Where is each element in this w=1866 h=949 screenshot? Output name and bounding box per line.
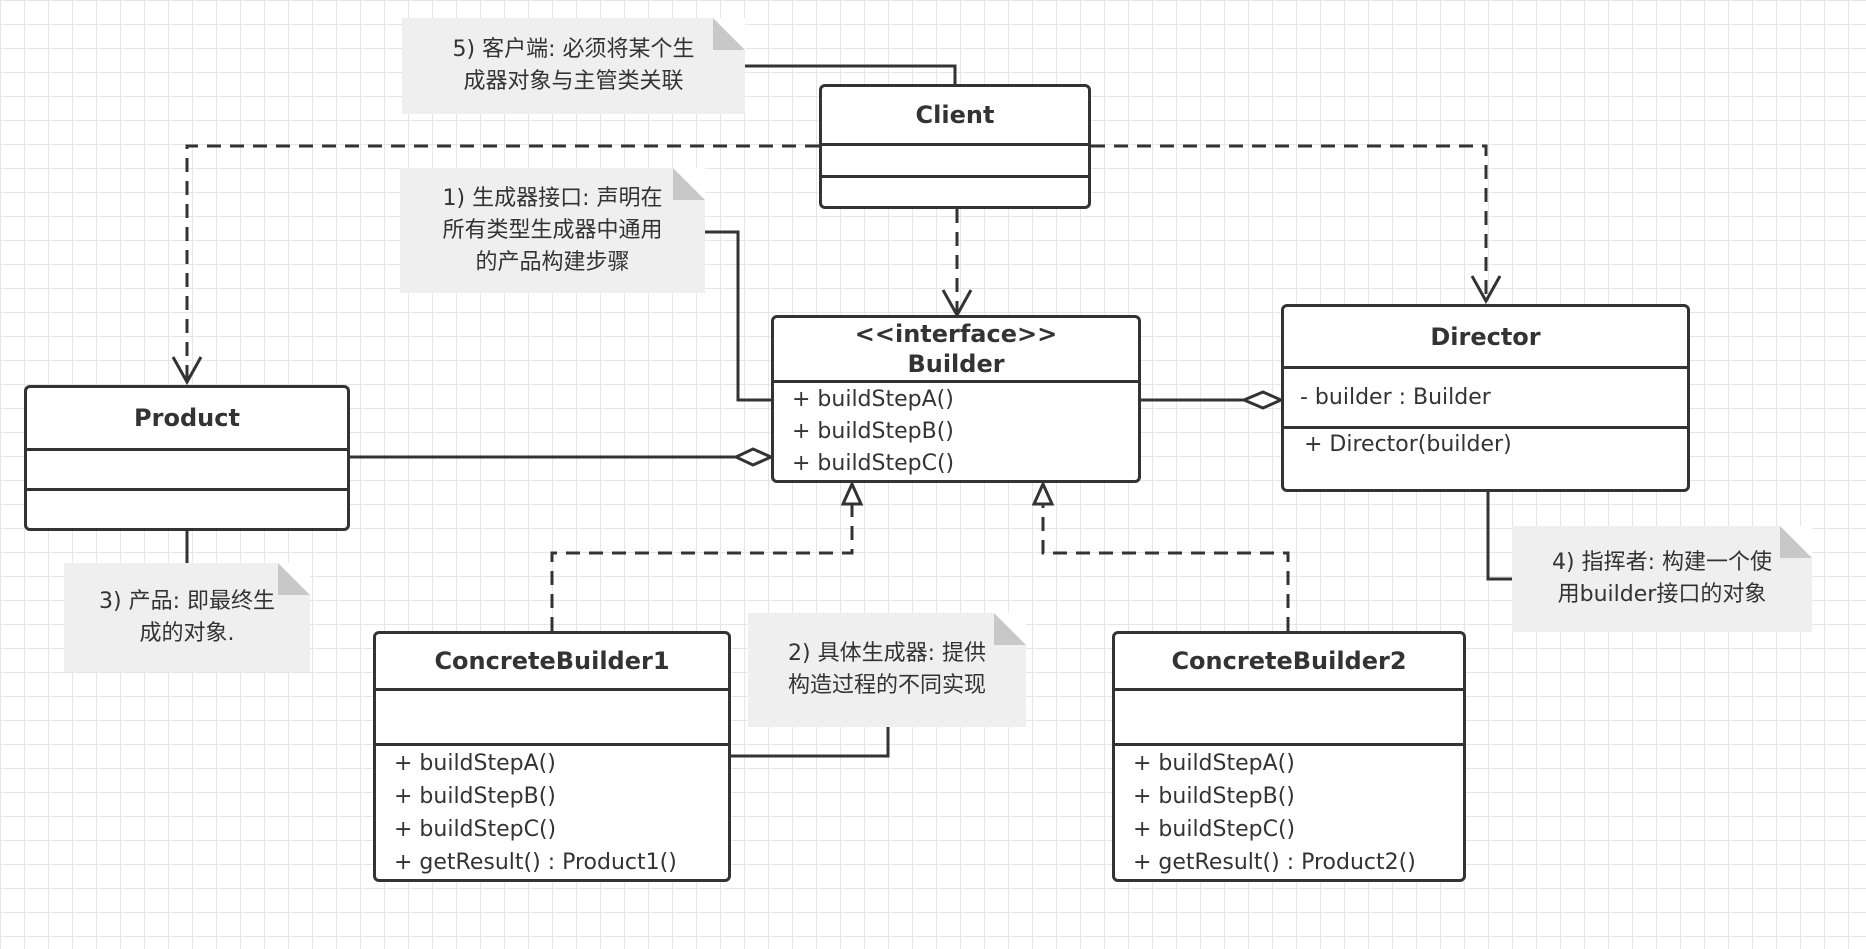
- builder-operation: + buildStepC(): [792, 451, 955, 476]
- concrete-builder1-operation: + buildStepA(): [394, 751, 556, 776]
- builder-class-name: Builder: [907, 350, 1005, 378]
- product-dependency-arrowhead: [171, 356, 203, 386]
- client-to-director-dependency: [1091, 144, 1488, 299]
- note-fold-icon: [1780, 526, 1812, 558]
- builder-note-line: 的产品构建步骤: [475, 249, 630, 275]
- product-class-header: Product: [27, 388, 347, 451]
- product-class-name: Product: [134, 404, 240, 432]
- concrete-builder1-operations: + buildStepA() + buildStepB() + buildSte…: [376, 746, 728, 879]
- builder-interface-operations: + buildStepA() + buildStepB() + buildSte…: [774, 383, 1138, 480]
- concrete-builder1-header: ConcreteBuilder1: [376, 634, 728, 691]
- note-fold-icon: [278, 563, 310, 595]
- product-note-line: 成的对象.: [139, 620, 235, 646]
- note-fold-icon: [713, 18, 745, 50]
- concrete-builder-note-line: 构造过程的不同实现: [787, 673, 986, 698]
- director-operation: + Director(builder): [1304, 432, 1512, 457]
- client-class-name: Client: [915, 101, 995, 129]
- client-note-line: 5) 客户端: 必须将某个生: [452, 37, 695, 62]
- director-dependency-arrowhead: [1470, 275, 1502, 305]
- concrete-builder2-name: ConcreteBuilder2: [1171, 646, 1407, 675]
- note-fold-icon: [673, 168, 705, 200]
- concrete2-realization-triangle: [1031, 480, 1055, 506]
- concrete1-realization-triangle: [840, 480, 864, 506]
- client-class-attributes: [822, 146, 1088, 178]
- director-note-line: 用builder接口的对象: [1557, 582, 1767, 607]
- concrete-builder2-class[interactable]: ConcreteBuilder2 + buildStepA() + buildS…: [1112, 631, 1466, 882]
- builder-interface-header: <<interface>> Builder: [774, 318, 1138, 383]
- builder-note-connector: [705, 230, 773, 402]
- concrete-builder1-class[interactable]: ConcreteBuilder1 + buildStepA() + buildS…: [373, 631, 731, 882]
- builder-note: 1) 生成器接口: 声明在 所有类型生成器中通用 的产品构建步骤: [400, 168, 705, 293]
- concrete-note-connector: [731, 727, 890, 758]
- director-note: 4) 指挥者: 构建一个使 用builder接口的对象: [1512, 526, 1812, 632]
- product-class-attributes: [27, 451, 347, 491]
- director-attribute: - builder : Builder: [1300, 384, 1491, 410]
- client-class[interactable]: Client: [819, 84, 1091, 209]
- concrete-builder1-operation: + buildStepC(): [394, 817, 557, 842]
- product-class-operations: [27, 491, 347, 528]
- product-note: 3) 产品: 即最终生 成的对象.: [64, 563, 310, 672]
- product-note-line: 3) 产品: 即最终生: [99, 588, 275, 614]
- director-class-name: Director: [1430, 322, 1541, 351]
- concrete1-realizes-builder: [550, 504, 854, 631]
- product-aggregation-diamond: [732, 447, 775, 467]
- note-fold-icon: [994, 613, 1026, 645]
- concrete-builder1-operation: + buildStepB(): [394, 784, 556, 809]
- builder-stereotype: <<interface>>: [854, 320, 1058, 348]
- concrete-builder2-operation: + getResult() : Product2(): [1133, 850, 1416, 875]
- concrete-builder2-operations: + buildStepA() + buildStepB() + buildSte…: [1115, 746, 1463, 879]
- concrete-builder2-attributes: [1115, 691, 1463, 746]
- concrete-builder1-operation: + getResult() : Product1(): [394, 850, 677, 875]
- client-to-product-dependency: [185, 144, 819, 380]
- concrete-builder-note: 2) 具体生成器: 提供 构造过程的不同实现: [748, 613, 1026, 727]
- client-note: 5) 客户端: 必须将某个生 成器对象与主管类关联: [402, 18, 745, 114]
- client-class-header: Client: [822, 87, 1088, 146]
- director-class-operations: + Director(builder): [1284, 429, 1687, 489]
- concrete-builder2-operation: + buildStepC(): [1133, 817, 1296, 842]
- director-class-attributes: - builder : Builder: [1284, 369, 1687, 429]
- concrete-builder2-operation: + buildStepB(): [1133, 784, 1295, 809]
- director-class[interactable]: Director - builder : Builder + Director(…: [1281, 304, 1690, 492]
- concrete2-realizes-builder: [1041, 504, 1290, 631]
- builder-operation: + buildStepB(): [792, 419, 954, 444]
- client-note-line: 成器对象与主管类关联: [463, 69, 684, 94]
- concrete-builder2-header: ConcreteBuilder2: [1115, 634, 1463, 691]
- concrete-builder1-name: ConcreteBuilder1: [434, 646, 670, 675]
- client-note-connector: [745, 64, 957, 84]
- product-class[interactable]: Product: [24, 385, 350, 531]
- concrete-builder1-attributes: [376, 691, 728, 746]
- concrete-builder-note-line: 2) 具体生成器: 提供: [788, 641, 986, 666]
- builder-note-line: 所有类型生成器中通用: [442, 217, 663, 243]
- director-aggregation-diamond: [1240, 390, 1285, 410]
- client-class-operations: [822, 178, 1088, 206]
- builder-interface[interactable]: <<interface>> Builder + buildStepA() + b…: [771, 315, 1141, 483]
- director-class-header: Director: [1284, 307, 1687, 369]
- director-note-line: 4) 指挥者: 构建一个使: [1552, 550, 1772, 575]
- concrete-builder2-operation: + buildStepA(): [1133, 751, 1295, 776]
- builder-note-line: 1) 生成器接口: 声明在: [442, 185, 663, 211]
- builder-operation: + buildStepA(): [792, 387, 954, 412]
